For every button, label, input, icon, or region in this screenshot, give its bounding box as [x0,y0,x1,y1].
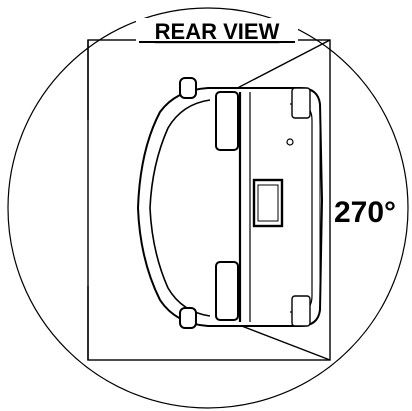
wheel-front-top [215,91,239,151]
side-mirror-bottom [179,307,197,329]
wheel-rear-bottom [291,295,311,327]
side-mirror-top [179,77,197,99]
car-illustration [136,77,324,329]
rear-light [286,138,294,146]
license-plate [252,178,284,228]
diagram-title: REAR VIEW [155,19,280,44]
car-body [136,87,324,327]
wheel-front-bottom [215,261,239,321]
license-plate-inner [257,184,279,222]
car-hood [149,99,211,317]
title-backdrop [136,18,298,42]
wheel-rear-top [291,87,311,119]
angle-label: 270° [334,196,396,229]
view-circle [7,7,409,409]
